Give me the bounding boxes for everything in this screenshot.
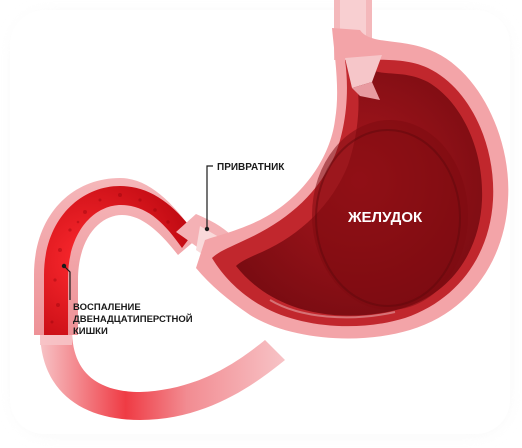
inflammation-pointer-dot — [62, 264, 66, 268]
pylorus-label: ПРИВРАТНИК — [217, 162, 285, 173]
inflammation-label-line2: ДВЕНАДЦАТИПЕРСТНОЙ — [73, 313, 193, 325]
stomach-label: ЖЕЛУДОК — [347, 209, 423, 226]
inflammation-label-line3: КИШКИ — [73, 326, 108, 337]
pylorus-pointer-dot — [205, 227, 209, 231]
inflammation-label-line1: ВОСПАЛЕНИЕ — [73, 302, 141, 313]
